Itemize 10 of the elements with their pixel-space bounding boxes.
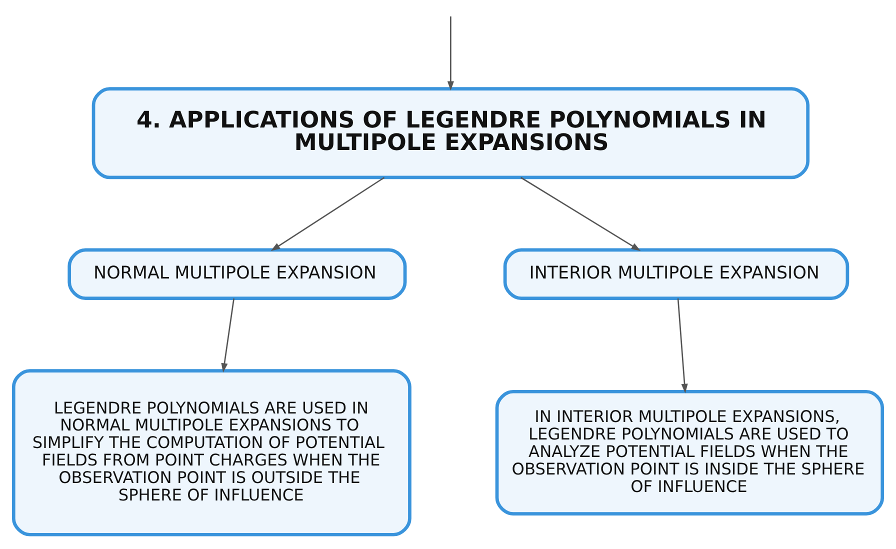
node-box: IN INTERIOR MULTIPOLE EXPANSIONS, LEGENDRE POLYNOMIALS ARE USED TO ANALYZE POTENTIAL FIELDS WHEN THE OBSERVATION POINT IS INSIDE THE SPHERE OF INFLUENCE	[495, 389, 884, 515]
arrow	[447, 16, 454, 90]
arrow	[520, 176, 641, 251]
node-box: NORMAL MULTIPOLE EXPANSION	[68, 248, 407, 300]
arrow	[677, 298, 688, 393]
node-box: LEGENDRE POLYNOMIALS ARE USED IN NORMAL MULTIPOLE EXPANSIONS TO SIMPLIFY THE COMPUTATION OF POTENTIAL FIELDS FROM POINT CHARGES WHEN THE OBSERVATION POINT IS OUTSIDE THE SPHERE OF INFLUENCE	[12, 368, 412, 536]
arrow	[270, 176, 385, 251]
node-box: 4. APPLICATIONS OF LEGENDRE POLYNOMIALS IN MULTIPOLE EXPANSIONS	[92, 86, 810, 179]
arrow	[221, 298, 235, 372]
node-box: INTERIOR MULTIPOLE EXPANSION	[503, 248, 850, 300]
